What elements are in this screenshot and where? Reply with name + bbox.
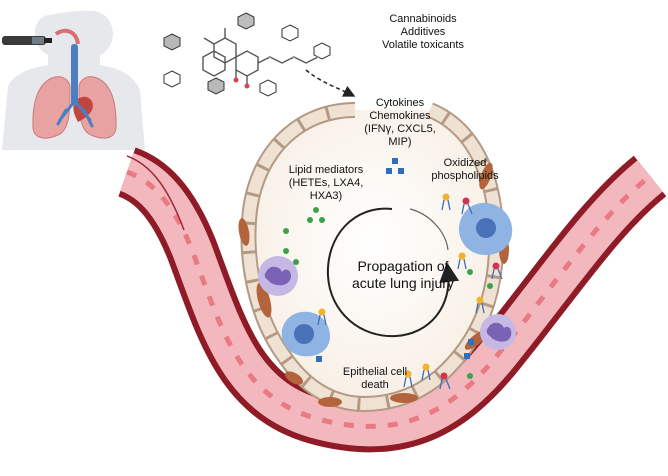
hexagon-icon — [237, 12, 255, 30]
phospholipid-icon — [403, 370, 413, 388]
phospholipid-icon — [421, 363, 431, 381]
blood-vessel — [117, 147, 667, 453]
exposure-line: Additives — [400, 26, 446, 38]
lipid-dot — [283, 248, 289, 254]
oxidized-phospholipids-line: Oxidized — [443, 157, 487, 169]
cytokine-square — [468, 339, 474, 345]
lipid-dot — [319, 217, 325, 223]
red-blood-cell-stream — [126, 169, 652, 429]
neutrophil-cells — [258, 256, 516, 350]
phospholipid-icon — [475, 296, 485, 314]
vape-device — [2, 36, 52, 45]
cytokine-square — [392, 158, 398, 164]
propagation-line: Propagation of — [357, 258, 449, 274]
cytokines-line: MIP) — [388, 136, 412, 148]
lipid-mediators-line: Lipid mediators — [288, 164, 364, 176]
lipid-mediators-line: HXA3) — [309, 190, 343, 202]
lipid-dot — [467, 269, 473, 275]
lipid-dot — [467, 373, 473, 379]
molecule-area — [163, 12, 356, 97]
fibroblast — [256, 282, 272, 318]
lipid-mediator-dots — [283, 207, 493, 379]
lungs — [32, 76, 117, 139]
fibroblast — [238, 218, 250, 246]
lipid-mediators-label: Lipid mediators (HETEs, LXA4, HXA3) — [278, 164, 374, 203]
human-figure — [2, 10, 145, 151]
phospholipid-icon — [491, 262, 503, 280]
hexagon-icon — [281, 24, 299, 42]
epithelial-death-line: death — [361, 379, 389, 391]
cytokines-line: (IFNγ, CXCL5, — [364, 123, 436, 135]
phospholipid-icon — [439, 372, 451, 390]
hexagon-icon — [207, 77, 225, 95]
cytokine-square — [464, 353, 470, 359]
epithelial-death-line: Epithelial cell — [342, 366, 408, 378]
propagation-line: acute lung injury — [352, 275, 454, 291]
oxidized-phospholipids-label: Oxidized phospholipids — [420, 157, 510, 183]
lipid-dot — [283, 228, 289, 234]
propagation-label: Propagation of acute lung injury — [338, 258, 468, 292]
trachea — [71, 44, 78, 106]
neutrophil-right — [480, 314, 516, 350]
endothelial-layer — [126, 155, 185, 231]
fibroblasts — [238, 162, 509, 407]
cytokine-squares — [316, 158, 474, 362]
phospholipid-icon — [317, 308, 327, 326]
epithelial-death-label: Epithelial cell death — [330, 366, 420, 392]
fibroblast — [284, 371, 304, 385]
neutrophil-left — [258, 256, 298, 296]
cytokine-square — [398, 168, 404, 174]
fibroblast — [318, 397, 342, 407]
phospholipid-icon — [441, 193, 451, 211]
exposure-line: Cannabinoids — [389, 13, 457, 25]
lipid-dot — [313, 207, 319, 213]
fibroblast — [390, 393, 418, 403]
fibroblast — [479, 162, 493, 190]
cytokine-square — [316, 356, 322, 362]
hexagon-icon — [163, 70, 181, 88]
phospholipid-icon — [461, 197, 473, 215]
lipid-mediators-line: (HETEs, LXA4, — [288, 177, 364, 189]
cannabinoid-molecule — [202, 28, 320, 89]
lipid-dot — [487, 283, 493, 289]
exposure-label: Cannabinoids Additives Volatile toxicant… — [338, 13, 508, 52]
propagation-cycle-arrow — [326, 207, 460, 338]
lipid-dot — [307, 217, 313, 223]
hexagon-icon — [313, 42, 331, 60]
cytokine-square — [386, 168, 392, 174]
cytokines-label: Cytokines Chemokines (IFNγ, CXCL5, MIP) — [345, 97, 455, 149]
hexagon-icons — [163, 12, 331, 97]
nasal-airway — [54, 28, 80, 45]
cytokines-line: Chemokines — [369, 110, 431, 122]
hexagon-icon — [163, 33, 181, 51]
macrophage-top-right — [458, 202, 513, 256]
exposure-line: Volatile toxicants — [382, 39, 464, 51]
cytokines-line: Cytokines — [375, 97, 425, 109]
oxidized-phospholipids-line: phospholipids — [431, 170, 499, 182]
alveolus — [238, 102, 516, 413]
phospholipid-icons — [317, 193, 503, 390]
lipid-dot — [293, 259, 299, 265]
hexagon-icon — [259, 79, 277, 97]
exposure-arrow — [305, 69, 356, 97]
propagation-cycle-arc — [409, 208, 449, 251]
bronchi — [56, 100, 94, 128]
